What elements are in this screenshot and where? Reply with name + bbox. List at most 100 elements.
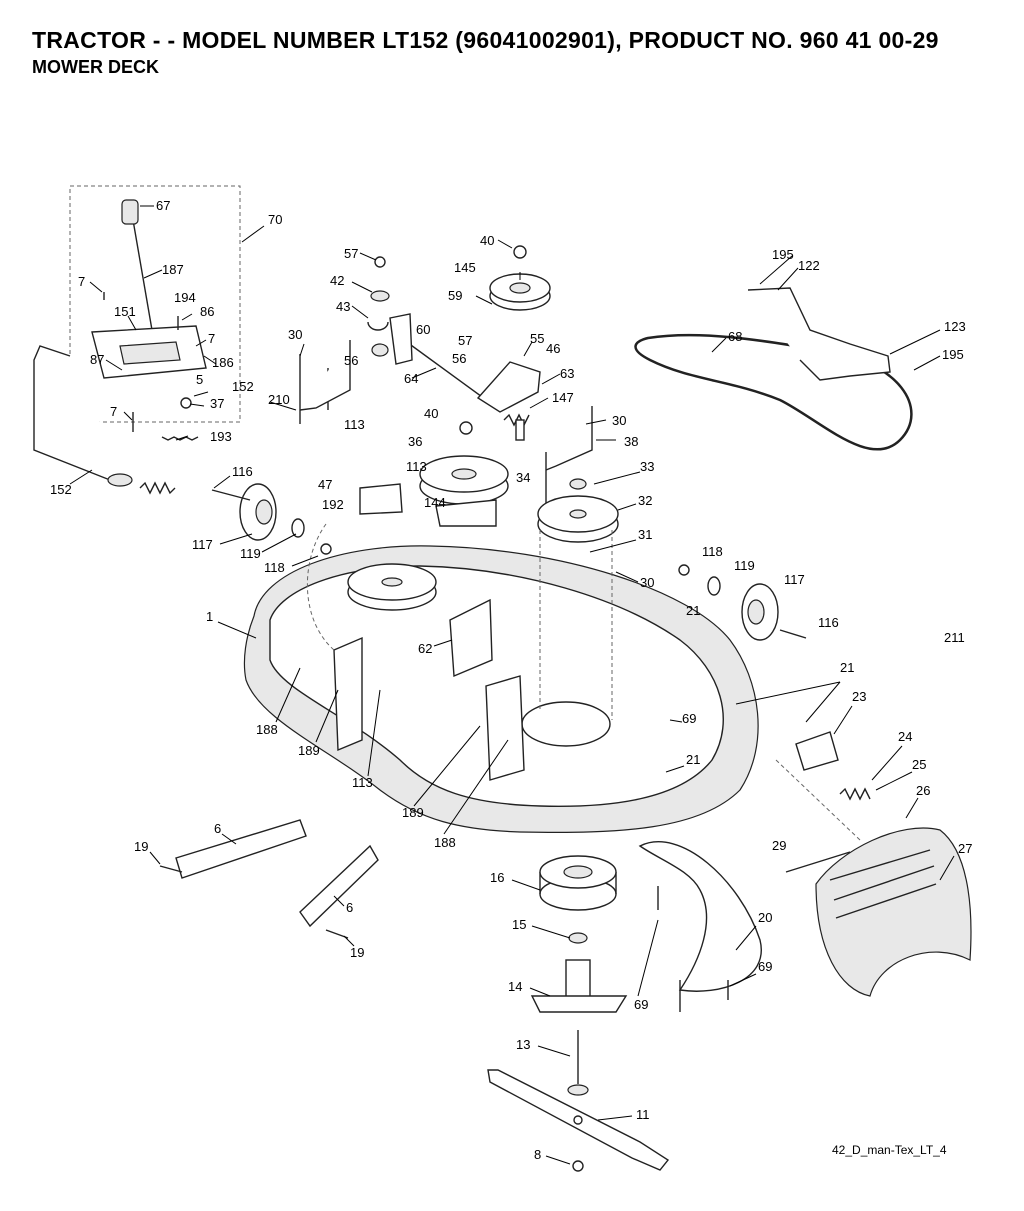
callout-86: 86 bbox=[200, 304, 214, 319]
diagram-subtitle: MOWER DECK bbox=[32, 57, 159, 77]
callout-40-mid: 40 bbox=[424, 406, 438, 421]
callout-194: 194 bbox=[174, 290, 196, 305]
callout-21-mid: 21 bbox=[840, 660, 854, 675]
callout-30-upper: 30 bbox=[612, 413, 626, 428]
callout-6-left: 6 bbox=[214, 821, 221, 836]
callout-62: 62 bbox=[418, 641, 432, 656]
callout-70: 70 bbox=[268, 212, 282, 227]
callout-113-mid: 113 bbox=[406, 459, 427, 474]
lift-rod bbox=[33, 345, 176, 495]
callout-31: 31 bbox=[638, 527, 652, 542]
baffle bbox=[638, 841, 762, 1012]
callout-56-left: 56 bbox=[344, 353, 358, 368]
mower-belt bbox=[634, 287, 913, 451]
callout-26: 26 bbox=[916, 783, 930, 798]
right-gauge-wheel bbox=[678, 564, 807, 641]
lift-links bbox=[159, 819, 379, 939]
callout-122: 122 bbox=[798, 258, 820, 273]
callout-11: 11 bbox=[636, 1107, 650, 1122]
callout-60: 60 bbox=[416, 322, 430, 337]
callout-43: 43 bbox=[336, 299, 350, 314]
callout-47: 47 bbox=[318, 477, 332, 492]
callout-69-low: 69 bbox=[634, 997, 648, 1012]
callout-56-right: 56 bbox=[452, 351, 466, 366]
callout-42: 42 bbox=[330, 273, 344, 288]
callout-40-top: 40 bbox=[480, 233, 494, 248]
callout-55: 55 bbox=[530, 331, 544, 346]
callout-57-left: 57 bbox=[344, 246, 358, 261]
callout-6-right: 6 bbox=[346, 900, 353, 915]
callout-27: 27 bbox=[958, 841, 972, 856]
callout-7-mid: 7 bbox=[208, 331, 215, 346]
rods-and-arms bbox=[299, 339, 593, 510]
left-gauge-wheel bbox=[211, 483, 332, 555]
callout-116-left: 116 bbox=[232, 464, 253, 479]
callout-195-top: 195 bbox=[772, 247, 794, 262]
callout-5: 5 bbox=[196, 372, 203, 387]
callout-69-right: 69 bbox=[758, 959, 772, 974]
callout-13: 13 bbox=[516, 1037, 530, 1052]
callout-30-left: 30 bbox=[288, 327, 302, 342]
callout-67: 67 bbox=[156, 198, 170, 213]
callout-145: 145 bbox=[454, 260, 476, 275]
callout-32: 32 bbox=[638, 493, 652, 508]
callout-30-lower: 30 bbox=[640, 575, 654, 590]
callout-15: 15 bbox=[512, 917, 526, 932]
callout-34: 34 bbox=[516, 470, 530, 485]
callout-25: 25 bbox=[912, 757, 926, 772]
callout-14: 14 bbox=[508, 979, 522, 994]
callout-152-lower: 152 bbox=[50, 482, 72, 497]
callout-38: 38 bbox=[624, 434, 638, 449]
callout-labels: 67 70 187 7 194 151 86 7 87 186 5 152 37… bbox=[50, 198, 972, 1162]
callout-68: 68 bbox=[728, 329, 742, 344]
callout-20: 20 bbox=[758, 910, 772, 925]
callout-7-top: 7 bbox=[78, 274, 85, 289]
callout-117-left: 117 bbox=[192, 537, 213, 552]
callout-117-right: 117 bbox=[784, 572, 805, 587]
callout-87: 87 bbox=[90, 352, 104, 367]
callout-7-low: 7 bbox=[110, 404, 117, 419]
callout-151: 151 bbox=[114, 304, 136, 319]
callout-210: 210 bbox=[268, 392, 290, 407]
idler-hardware bbox=[367, 256, 413, 365]
callout-24: 24 bbox=[898, 729, 912, 744]
callout-21-low: 21 bbox=[686, 752, 700, 767]
callout-119-left: 119 bbox=[240, 546, 261, 561]
callout-113-low: 113 bbox=[352, 775, 373, 790]
callout-118-right: 118 bbox=[702, 544, 723, 559]
callout-59: 59 bbox=[448, 288, 462, 303]
leader-lines bbox=[69, 205, 955, 1165]
callout-33: 33 bbox=[640, 459, 654, 474]
callout-186: 186 bbox=[212, 355, 234, 370]
lift-lever-assembly bbox=[69, 185, 241, 441]
callout-16: 16 bbox=[490, 870, 504, 885]
callout-116-right: 116 bbox=[818, 615, 839, 630]
right-spindle-pulley bbox=[537, 478, 619, 543]
mower-deck bbox=[243, 523, 759, 834]
callout-23: 23 bbox=[852, 689, 866, 704]
spindle-assembly bbox=[530, 855, 628, 1096]
callout-36: 36 bbox=[408, 434, 422, 449]
callout-195-right: 195 bbox=[942, 347, 964, 362]
deflector-bracket bbox=[775, 731, 871, 841]
callout-63: 63 bbox=[560, 366, 574, 381]
drawing-reference: 42_D_man-Tex_LT_4 bbox=[832, 1143, 947, 1157]
idler-pulley-assembly bbox=[476, 245, 551, 441]
mower-blade bbox=[487, 1069, 670, 1172]
callout-189-right: 189 bbox=[402, 805, 424, 820]
callout-29: 29 bbox=[772, 838, 786, 853]
callout-8: 8 bbox=[534, 1147, 541, 1162]
diagram-title: TRACTOR - - MODEL NUMBER LT152 (96041002… bbox=[32, 27, 939, 53]
callout-152-upper: 152 bbox=[232, 379, 254, 394]
callout-19-left: 19 bbox=[134, 839, 148, 854]
callout-113-top: 113 bbox=[344, 417, 365, 432]
callout-46: 46 bbox=[546, 341, 560, 356]
callout-57-right: 57 bbox=[458, 333, 472, 348]
callout-1: 1 bbox=[206, 609, 213, 624]
callout-123: 123 bbox=[944, 319, 966, 334]
callout-188-left: 188 bbox=[256, 722, 278, 737]
center-pulley bbox=[359, 421, 509, 527]
callout-192: 192 bbox=[322, 497, 344, 512]
callout-188-right: 188 bbox=[434, 835, 456, 850]
